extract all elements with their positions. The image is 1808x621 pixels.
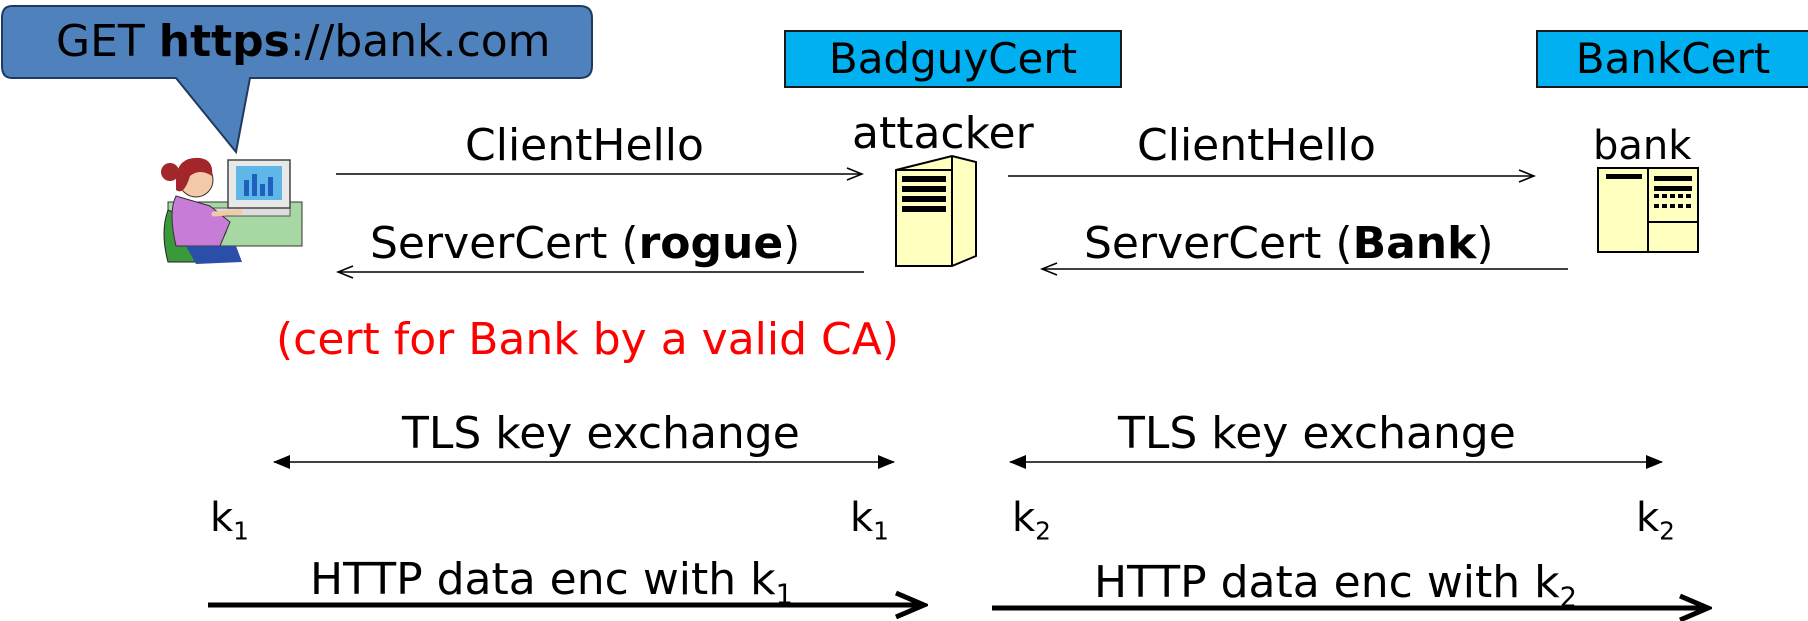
k-sub: 2 [1035, 516, 1051, 546]
speech-bubble [1, 5, 593, 155]
bubble-get: GET [56, 16, 159, 67]
tls-right-label: TLS key exchange [1118, 408, 1516, 459]
bank-server-icon [1597, 167, 1699, 253]
key-k2-attacker: k2 [1012, 495, 1051, 544]
badguy-cert-box: BadguyCert [784, 30, 1122, 88]
http-right-sub: 2 [1559, 582, 1577, 614]
bubble-url: ://bank.com [289, 16, 551, 67]
bank-cert-box: BankCert [1536, 30, 1808, 88]
key-k2-bank: k2 [1636, 495, 1675, 544]
attacker-label: attacker [852, 108, 1034, 159]
server-cert-left-prefix: ServerCert ( [370, 218, 639, 269]
client-hello-left-label: ClientHello [465, 120, 704, 171]
server-cert-left-label: ServerCert (rogue) [370, 222, 800, 266]
http-left-text: HTTP data enc with k [310, 554, 776, 605]
bank-label: bank [1593, 123, 1692, 169]
http-right-text: HTTP data enc with k [1094, 557, 1560, 608]
speech-bubble-text: GET https://bank.com [56, 20, 551, 64]
server-cert-left-bold: rogue [638, 218, 784, 269]
server-cert-right-label: ServerCert (Bank) [1084, 222, 1494, 266]
http-left-label: HTTP data enc with k1 [310, 558, 793, 609]
bubble-https: https [158, 16, 290, 67]
tls-left-label: TLS key exchange [402, 408, 800, 459]
attacker-server-icon [895, 154, 977, 267]
rogue-cert-note: (cert for Bank by a valid CA) [276, 314, 900, 365]
server-cert-right-suffix: ) [1476, 218, 1494, 269]
k-sub: 2 [1659, 516, 1675, 546]
k-letter: k [850, 495, 874, 541]
user-computer-icon [161, 157, 303, 264]
http-right-label: HTTP data enc with k2 [1094, 561, 1577, 612]
server-cert-left-suffix: ) [783, 218, 801, 269]
key-k1-attacker: k1 [850, 495, 889, 544]
k-letter: k [1636, 495, 1660, 541]
server-cert-right-prefix: ServerCert ( [1084, 218, 1353, 269]
client-hello-right-label: ClientHello [1137, 120, 1376, 171]
k-letter: k [210, 495, 234, 541]
k-sub: 1 [873, 516, 889, 546]
k-sub: 1 [233, 516, 249, 546]
key-k1-client: k1 [210, 495, 249, 544]
server-cert-right-bold: Bank [1352, 218, 1477, 269]
k-letter: k [1012, 495, 1036, 541]
http-left-sub: 1 [775, 579, 793, 611]
